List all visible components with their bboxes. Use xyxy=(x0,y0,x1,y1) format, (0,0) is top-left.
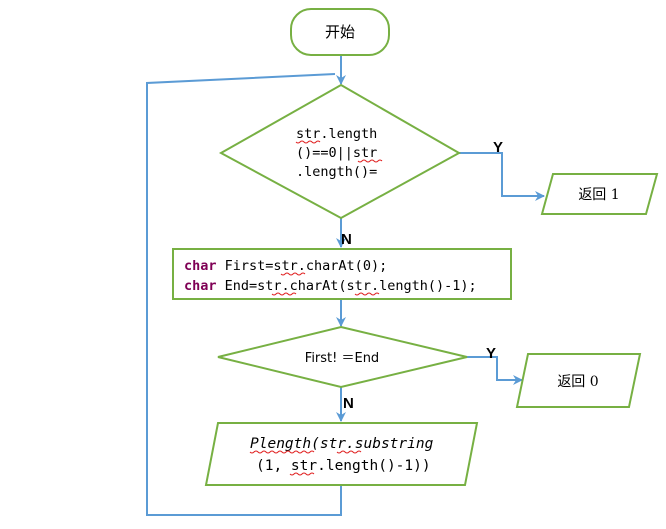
arrow-loop-back xyxy=(146,73,342,516)
return1-node xyxy=(540,173,659,215)
recurse-line-1: Plength(str.substring xyxy=(250,436,434,452)
decision1-line-1: str.length xyxy=(296,126,377,142)
recurse-node xyxy=(204,422,479,486)
decision1-line-2: ()==0||str xyxy=(296,145,377,161)
start-label: 开始 xyxy=(325,23,355,41)
decision2-yes-label: Y xyxy=(486,345,496,362)
decision2-no-label: N xyxy=(343,395,354,412)
assign-line-2: char End=str.charAt(str.length()-1); xyxy=(184,278,477,294)
decision1-line-3: .length()= xyxy=(296,164,377,180)
start-node xyxy=(290,8,390,56)
assign-line-1-keyword: char xyxy=(184,258,217,274)
decision1-diamond xyxy=(218,83,462,220)
spellcheck-underlines-3 xyxy=(249,450,362,476)
decision2-label: First! ＝End xyxy=(305,351,379,366)
assign-line-2-code: End=str.charAt(str.length()-1); xyxy=(217,278,477,294)
decision1-yes-label: Y xyxy=(493,139,503,156)
decision1-no-label: N xyxy=(341,231,352,248)
return0-node xyxy=(515,353,642,408)
return0-label: 返回 0 xyxy=(557,374,598,390)
decision2-diamond xyxy=(217,325,468,389)
spellcheck-underlines-1 xyxy=(295,140,383,163)
arrow-decision1-yes xyxy=(459,152,545,201)
arrow-decision2-yes xyxy=(467,356,523,385)
recurse-line-2: (1, str.length()-1)) xyxy=(256,458,431,474)
spellcheck-underlines-2 xyxy=(271,272,380,296)
assign-line-1: char First=str.charAt(0); xyxy=(184,258,387,274)
return1-label: 返回 1 xyxy=(578,187,619,203)
assign-process-box xyxy=(172,248,512,300)
assign-line-2-keyword: char xyxy=(184,278,217,294)
assign-line-1-code: First=str.charAt(0); xyxy=(217,258,388,274)
